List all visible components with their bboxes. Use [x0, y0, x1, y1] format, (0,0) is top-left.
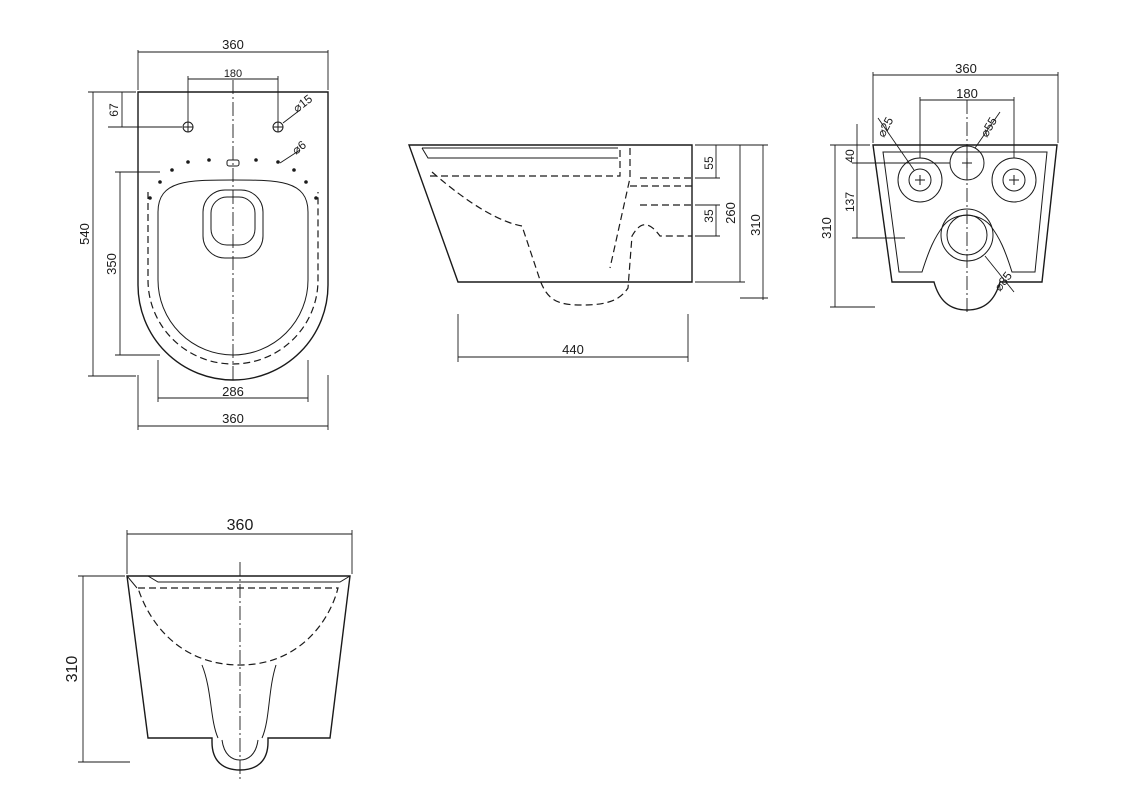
top-view-overflow-slot — [226, 159, 240, 167]
top-view: 360 180 ⌀15 ⌀6 67 540 350 286 — [77, 37, 329, 430]
dim-length-540: 540 — [77, 223, 92, 245]
dim-dia-25: ⌀25 — [874, 114, 896, 139]
side-view-bowl-dashed — [431, 171, 692, 306]
side-view: 55 35 260 310 440 — [408, 144, 768, 362]
front-view: 360 310 — [64, 517, 353, 780]
dim-dia-85: ⌀85 — [991, 269, 1015, 294]
dim-55: 55 — [702, 156, 716, 170]
top-view-outline — [137, 91, 329, 381]
dim-small-hole-dia: ⌀6 — [289, 138, 309, 158]
dim-seat-width: 286 — [222, 384, 244, 399]
side-view-trap-dashed — [609, 148, 692, 269]
side-view-outline — [408, 144, 693, 283]
top-view-seat-dashed — [147, 192, 319, 365]
dim-40: 40 — [843, 149, 857, 163]
side-view-rim — [421, 147, 618, 159]
dim-137: 137 — [843, 192, 857, 212]
side-view-inner-dashed — [430, 148, 621, 177]
dim-hole-dia: ⌀15 — [290, 91, 315, 115]
dim-front-height: 310 — [64, 656, 81, 683]
dim-offset-67: 67 — [107, 103, 121, 117]
front-view-outline — [126, 575, 351, 771]
front-view-bowl-dashed — [137, 587, 339, 666]
dim-depth-440: 440 — [562, 342, 584, 357]
dim-35: 35 — [702, 209, 716, 223]
dim-back-spacing: 180 — [956, 86, 978, 101]
back-view-inner-outline — [882, 151, 1048, 273]
front-view-rim — [126, 575, 351, 589]
top-view-bowl-rim — [157, 179, 309, 356]
dim-front-width: 360 — [227, 517, 254, 534]
dim-dia-55: ⌀55 — [977, 114, 1000, 139]
dim-back-height: 310 — [819, 217, 834, 239]
rim-holes — [148, 158, 318, 200]
dim-top-width: 360 — [222, 37, 244, 52]
back-view: 360 180 ⌀25 ⌀55 40 137 310 ⌀85 — [819, 61, 1059, 312]
dim-length-350: 350 — [104, 253, 119, 275]
dim-height-310: 310 — [748, 214, 763, 236]
dim-back-width: 360 — [955, 61, 977, 76]
dim-hole-spacing: 180 — [224, 68, 242, 80]
dim-height-260: 260 — [723, 202, 738, 224]
dim-bottom-width: 360 — [222, 411, 244, 426]
front-view-trapway — [201, 664, 277, 761]
